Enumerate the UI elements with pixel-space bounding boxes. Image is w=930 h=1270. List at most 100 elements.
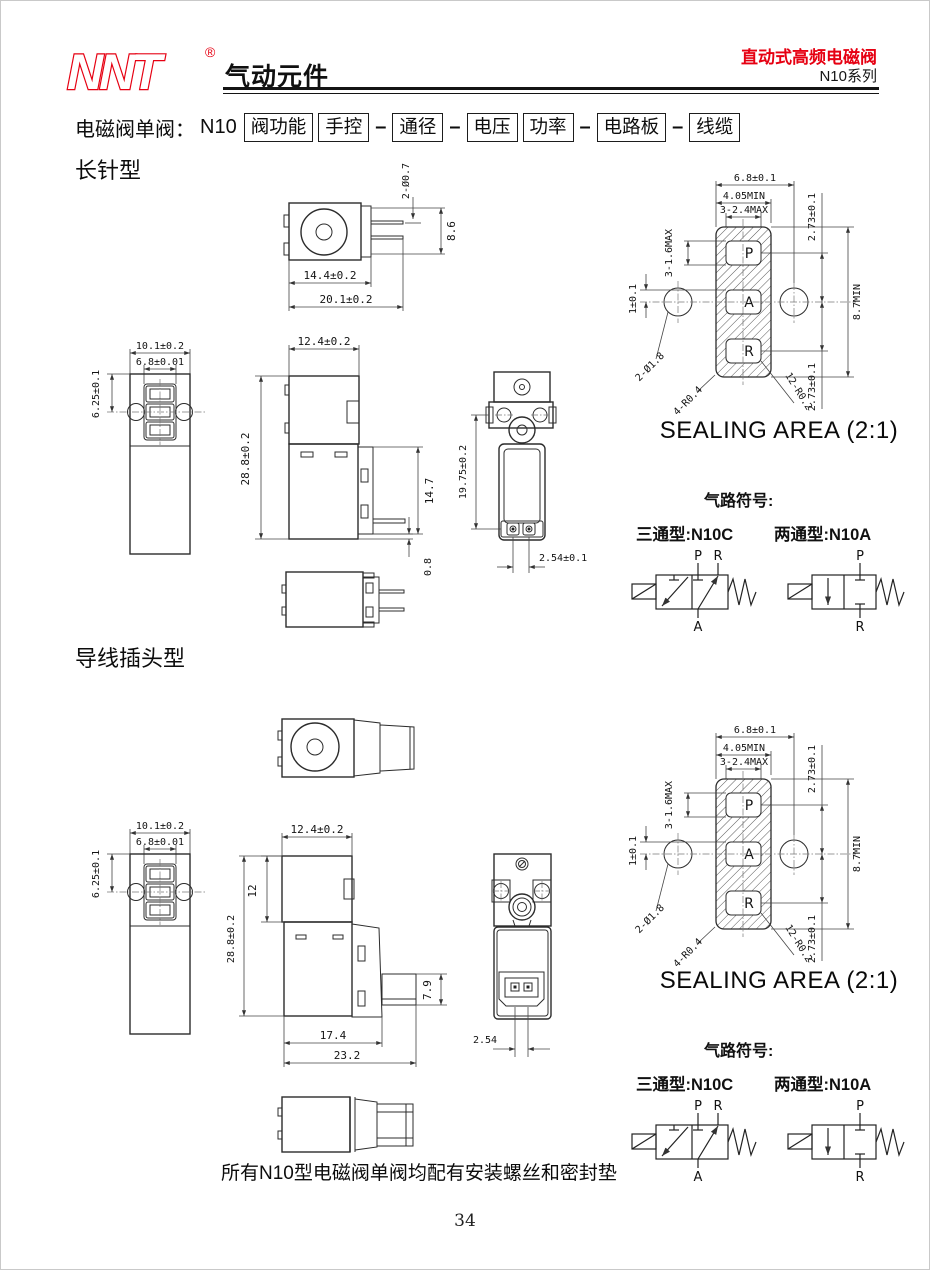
dim-port-height: 3-1.6MAX [664, 229, 675, 277]
pneumatic-symbols-1: 气路符号: 三通型:N10C 两通型:N10A P R A [626, 487, 929, 635]
dim-height: 28.8±0.2 [227, 915, 237, 963]
ordering-box-cable: 线缆 [689, 113, 741, 142]
ordering-box-power: 功率 [522, 113, 574, 142]
dim-pin-pitch: 2.54±0.1 [539, 553, 587, 564]
three-way-label: 三通型:N10C [636, 526, 734, 544]
three-way-valve-symbol: P R A [631, 1099, 757, 1185]
dim-pin-diameter: 2-Ø0.7 [400, 163, 412, 199]
header-rule [223, 87, 879, 94]
sealing-area-drawing-2: 6.8±0.1 4.05MIN 3-2.4MAX P A R 3-1.6MAX … [628, 725, 863, 966]
dim-port-height: 3-1.6MAX [664, 781, 675, 829]
long-pin-bottom-view [281, 571, 405, 628]
dim-seal-min: 4.05MIN [723, 743, 765, 754]
ordering-box-valve-function: 阀功能 [243, 113, 314, 142]
dim-corner-radius: 4-R0.4 [672, 937, 705, 966]
dim-pitch-top: 2.73±0.1 [807, 193, 818, 241]
two-way-label: 两通型:N10A [774, 526, 872, 544]
dim-hole-diameter: 2-Ø1.8 [633, 902, 667, 936]
ordering-box-voltage: 电压 [466, 113, 518, 142]
two-way-label: 两通型:N10A [774, 1076, 872, 1094]
port-label-p: P [745, 798, 753, 814]
pneumatic-title: 气路符号: [704, 493, 774, 510]
logo-subtitle: 气动元件 [225, 63, 330, 91]
dim-seal-min: 4.05MIN [723, 191, 765, 202]
dim-width: 10.1±0.2 [136, 341, 184, 352]
footnote: 所有N10型电磁阀单阀均配有安装螺丝和密封垫 [221, 1163, 617, 1184]
ordering-prefix: 电磁阀单阀： [75, 119, 195, 141]
two-way-valve-symbol: P R [787, 1099, 905, 1185]
dim-height: 8.6 [445, 221, 458, 241]
long-pin-side-view: 12.4±0.2 28.8±0.2 14.7 0.8 [239, 335, 436, 576]
dim-coil-height: 12 [246, 884, 259, 897]
dim-top-height: 6.25±0.1 [91, 370, 102, 418]
dim-corner-radius: 4-R0.4 [672, 385, 705, 414]
dim-seal-width: 6.8±0.1 [734, 173, 776, 184]
long-pin-left-view: 10.1±0.2 6.8±0.01 6.25±0.1 [91, 341, 207, 555]
symbol-port-p: P [856, 549, 864, 564]
symbol-port-a: A [694, 1170, 703, 1185]
pneumatic-symbols-2: 气路符号: 三通型:N10C 两通型:N10A P R A [626, 1037, 929, 1185]
symbol-port-r: R [855, 620, 864, 635]
page-number: 34 [454, 1211, 476, 1231]
dim-step: 1±0.1 [628, 284, 639, 314]
wire-plug-top-view [277, 718, 415, 778]
dim-pitch-top: 2.73±0.1 [807, 745, 818, 793]
dim-seal-width: 6.8±0.1 [734, 725, 776, 736]
dim-height: 28.8±0.2 [239, 433, 252, 486]
dim-body-length: 17.4 [320, 1029, 347, 1042]
long-pin-face-view: 19.75±0.2 2.54±0.1 [459, 371, 587, 573]
symbol-port-r: R [855, 1170, 864, 1185]
three-way-valve-symbol: P R A [631, 549, 757, 635]
port-label-r: R [744, 344, 754, 360]
header-right: 直动式高频电磁阀 N10系列 [741, 47, 877, 87]
symbol-port-p: P [694, 1099, 702, 1114]
dim-width: 12.4±0.2 [291, 823, 344, 836]
dim-width: 10.1±0.2 [136, 821, 184, 832]
pneumatic-title: 气路符号: [704, 1043, 774, 1060]
dim-width: 12.4±0.2 [298, 335, 351, 348]
dim-port-width: 3-2.4MAX [720, 205, 768, 216]
wire-plug-side-view: 12.4±0.2 12 28.8±0.2 7.9 17.4 23.2 [227, 823, 447, 1067]
product-series: N10系列 [819, 68, 877, 86]
symbol-port-r: R [713, 1099, 722, 1114]
dim-body-width: 14.4±0.2 [304, 269, 357, 282]
dim-pitch-bottom: 2.73±0.1 [807, 363, 818, 411]
ordering-box-orifice: 通径 [392, 113, 444, 142]
nnt-logo: NNT ® [66, 43, 216, 101]
wire-plug-face-view: 2.54 [473, 853, 552, 1057]
dim-inner-width: 6.8±0.01 [136, 357, 184, 368]
symbol-port-r: R [713, 549, 722, 564]
three-way-label: 三通型:N10C [636, 1076, 734, 1094]
symbol-port-a: A [694, 620, 703, 635]
ordering-dash: – [672, 116, 684, 138]
wire-plug-left-view: 10.1±0.2 6.8±0.01 6.25±0.1 [91, 821, 207, 1035]
port-label-a: A [744, 847, 754, 863]
product-title: 直动式高频电磁阀 [741, 48, 877, 67]
dim-offset: 0.8 [423, 558, 434, 576]
long-pin-top-view: 2-Ø0.7 8.6 14.4±0.2 20.1±0.2 [283, 163, 458, 311]
port-label-a: A [744, 295, 754, 311]
dim-connector-height: 14.7 [423, 478, 436, 505]
ordering-box-manual: 手控 [318, 113, 370, 142]
logo-text: NNT [67, 44, 166, 100]
ordering-base-model: N10 [200, 116, 237, 138]
dim-inner-width: 6.8±0.01 [136, 837, 184, 848]
dim-height-min: 8.7MIN [852, 284, 863, 320]
dim-height: 19.75±0.2 [459, 445, 469, 499]
dim-top-height: 6.25±0.1 [91, 850, 102, 898]
registered-mark-icon: ® [205, 44, 216, 60]
port-label-p: P [745, 246, 753, 262]
port-label-r: R [744, 896, 754, 912]
ordering-dash: – [579, 116, 591, 138]
dim-pitch-bottom: 2.73±0.1 [807, 915, 818, 963]
ordering-dash: – [449, 116, 461, 138]
dim-step: 1±0.1 [628, 836, 639, 866]
section-heading-long-pin: 长针型 [75, 158, 142, 183]
dim-total-width: 20.1±0.2 [320, 293, 373, 306]
ordering-box-circuit-board: 电路板 [596, 113, 667, 142]
section-heading-wire-plug: 导线插头型 [75, 646, 186, 671]
dim-pin-pitch: 2.54 [473, 1035, 497, 1046]
dim-total-length: 23.2 [334, 1049, 361, 1062]
symbol-port-p: P [856, 1099, 864, 1114]
